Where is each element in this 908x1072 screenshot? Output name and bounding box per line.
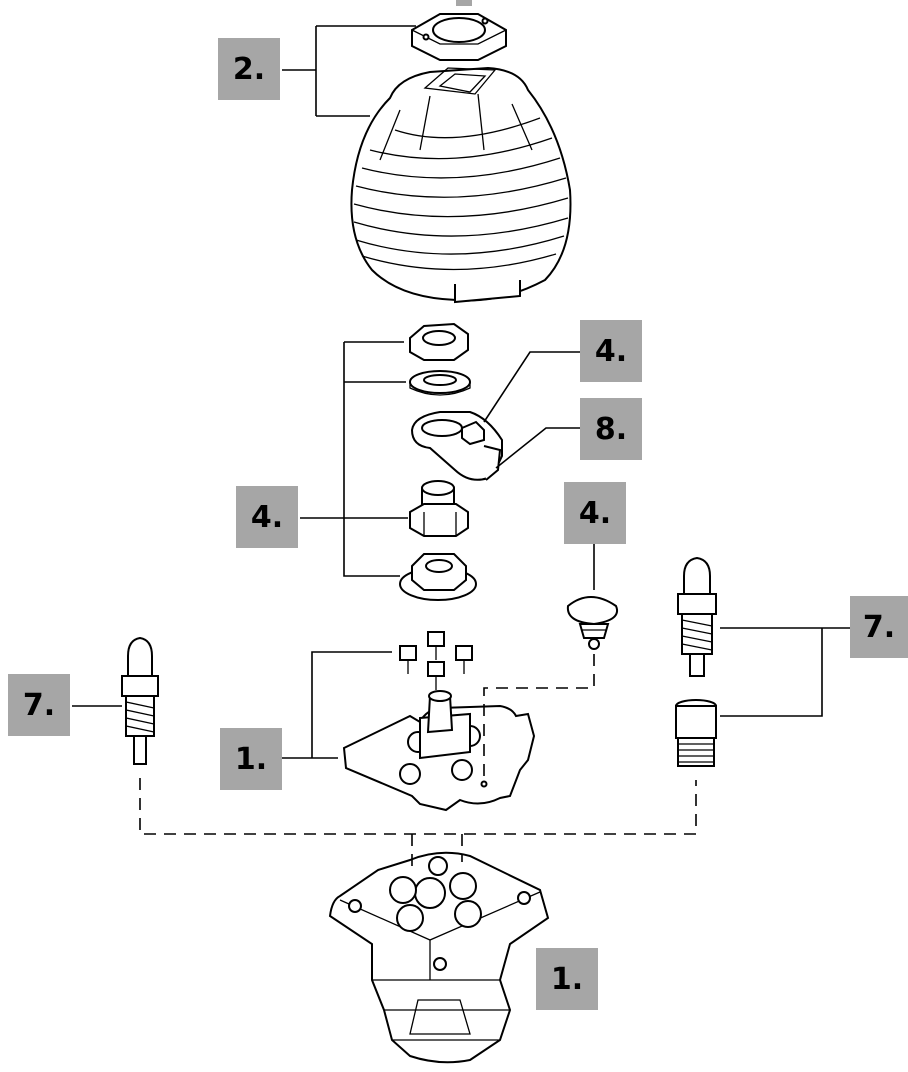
callout-actuator: 8. bbox=[580, 398, 642, 460]
mounting-screws bbox=[399, 631, 473, 690]
gimbal-plate bbox=[342, 690, 536, 812]
callout-spring-right: 7. bbox=[850, 596, 908, 658]
flange-nut bbox=[399, 553, 477, 601]
base-housing bbox=[328, 851, 550, 1064]
callout-base: 1. bbox=[536, 948, 598, 1010]
callout-boot: 2. bbox=[218, 38, 280, 100]
hex-nut bbox=[409, 322, 469, 361]
threaded-bushing bbox=[409, 480, 469, 537]
spring-cartridge-left bbox=[121, 636, 159, 765]
leader-lines bbox=[72, 25, 850, 759]
callout-nut-stack: 4. bbox=[236, 486, 298, 548]
callout-spring-left: 7. bbox=[8, 674, 70, 736]
assembly-dashed-lines bbox=[139, 654, 697, 870]
callout-gimbal: 1. bbox=[220, 728, 282, 790]
spring-cartridge-right bbox=[677, 556, 717, 677]
lock-washer bbox=[409, 370, 471, 396]
callout-plate-top: 4. bbox=[580, 320, 642, 382]
spring-sleeve-right bbox=[675, 699, 717, 767]
boot-retainer-ring bbox=[411, 13, 507, 61]
top-tab bbox=[456, 0, 472, 6]
callout-pushbutton: 4. bbox=[564, 482, 626, 544]
actuator-cam-plate bbox=[410, 411, 503, 481]
rubber-boot bbox=[350, 66, 572, 304]
push-button bbox=[566, 596, 618, 650]
